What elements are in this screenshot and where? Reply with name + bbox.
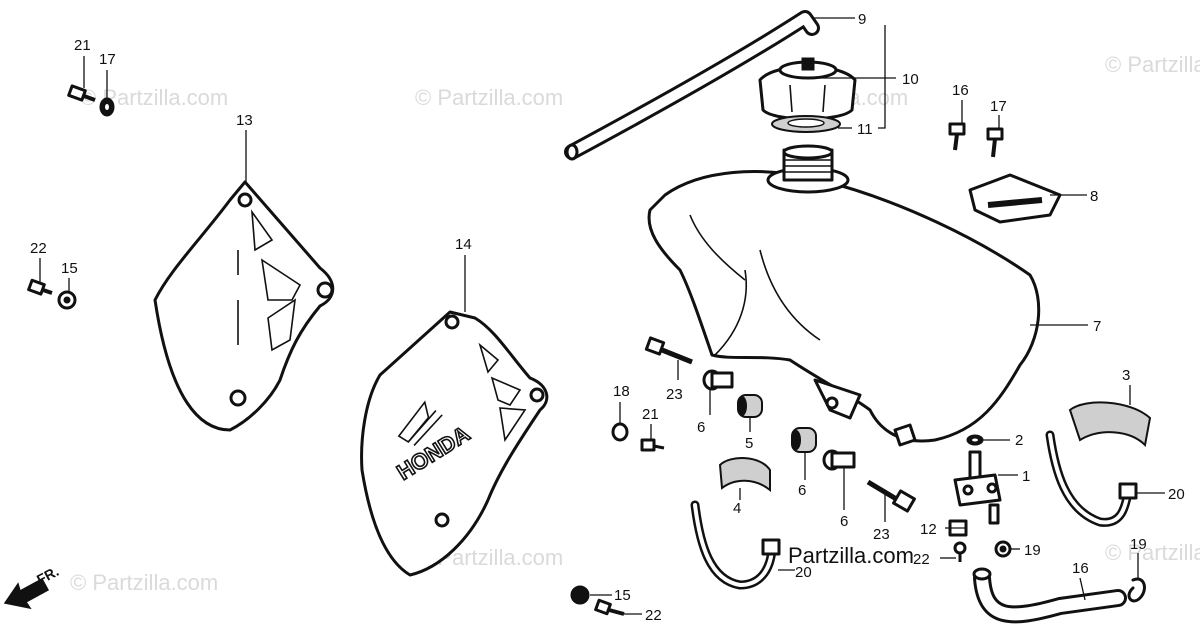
callout-5: 5 — [745, 435, 753, 452]
breather-tube — [564, 10, 820, 161]
callout-22: 22 — [913, 551, 930, 568]
clip-19-mid — [994, 540, 1012, 558]
callout-16: 17 — [990, 98, 1007, 115]
callout-23: 23 — [666, 386, 683, 403]
washer-17-top — [99, 97, 115, 117]
fuel-valve — [953, 450, 1002, 525]
bolt-22-left — [27, 278, 53, 296]
callout-3: 3 — [1122, 367, 1130, 384]
collar-6-upper — [702, 369, 734, 391]
clip-19-right — [1127, 577, 1146, 603]
bolts-16 — [948, 122, 1004, 158]
callout-11: 11 — [857, 121, 873, 138]
callout-17: 18 — [613, 383, 630, 400]
rubber-mount-3 — [1068, 401, 1152, 448]
strap-20-right — [1045, 430, 1138, 527]
bolt-21-top — [67, 84, 96, 102]
watermark: © Partzilla.com — [70, 570, 218, 595]
cap-gasket — [771, 115, 841, 133]
callout-22: 22 — [30, 240, 47, 257]
callout-7: 7 — [1093, 318, 1101, 335]
callout-16: 16 — [952, 82, 969, 99]
fuel-tank — [647, 144, 1041, 447]
callout-4: 4 — [733, 500, 741, 517]
callout-15: 15 — [614, 587, 631, 604]
callout-20: 20 — [795, 564, 812, 581]
callout-12: 12 — [920, 521, 937, 538]
bolt-22-bottom — [594, 598, 625, 616]
callout-19: 19 — [1130, 536, 1147, 553]
callout-22: 22 — [645, 607, 662, 624]
callout-9: 9 — [858, 11, 866, 28]
collar-15-left — [57, 290, 77, 310]
leader-lines — [39, 17, 1165, 615]
callout-1: 1 — [1022, 468, 1030, 485]
bolt-23-upper — [644, 336, 693, 365]
callout-13: 13 — [236, 112, 253, 129]
callout-6: 6 — [697, 419, 705, 436]
callout-15: 15 — [61, 260, 78, 277]
watermarks: © Partzilla.com © Partzilla.com © Partzi… — [70, 52, 1200, 595]
watermark: © Partzilla.com — [415, 85, 563, 110]
callout-8: 8 — [1090, 188, 1098, 205]
callout-2: 2 — [1015, 432, 1023, 449]
callout-5: 6 — [798, 482, 806, 499]
callouts: 9 10 11 8 7 16 17 13 14 21 17 22 15 23 6… — [30, 11, 1185, 624]
fuel-hose — [972, 567, 1127, 624]
callout-14: 14 — [455, 236, 472, 253]
fuel-cap — [758, 57, 857, 121]
bolt-23-lower — [866, 479, 916, 513]
collar-6-lower — [822, 449, 856, 471]
tank-bracket — [968, 173, 1062, 224]
callout-17: 17 — [99, 51, 116, 68]
screw-22 — [953, 541, 967, 562]
strap-20-left — [690, 500, 781, 590]
callout-21: 21 — [74, 37, 91, 54]
watermark: © Partzilla.com — [1105, 52, 1200, 77]
bolt-21-middle — [640, 438, 665, 452]
callout-10: 10 — [902, 71, 919, 88]
side-cover-left — [153, 180, 335, 432]
front-direction-arrow: FR. — [3, 563, 61, 610]
callout-19: 19 — [1024, 542, 1041, 559]
rubber-mount-4 — [718, 457, 771, 493]
callout-6: 6 — [840, 513, 848, 530]
collar-15-bottom — [570, 585, 590, 605]
watermark: © Partzilla.com — [1105, 540, 1200, 565]
cushion-5-lower — [791, 427, 817, 453]
washer-17-middle — [611, 422, 629, 442]
o-ring-2 — [966, 434, 984, 446]
callout-20: 20 — [1168, 486, 1185, 503]
callout-23: 23 — [873, 526, 890, 543]
side-cover-right: HONDA — [360, 310, 549, 577]
cushion-5-upper — [737, 394, 763, 418]
brand-text: Partzilla.com — [788, 543, 914, 568]
callout-21: 21 — [642, 406, 659, 423]
callout-18: 16 — [1072, 560, 1089, 577]
